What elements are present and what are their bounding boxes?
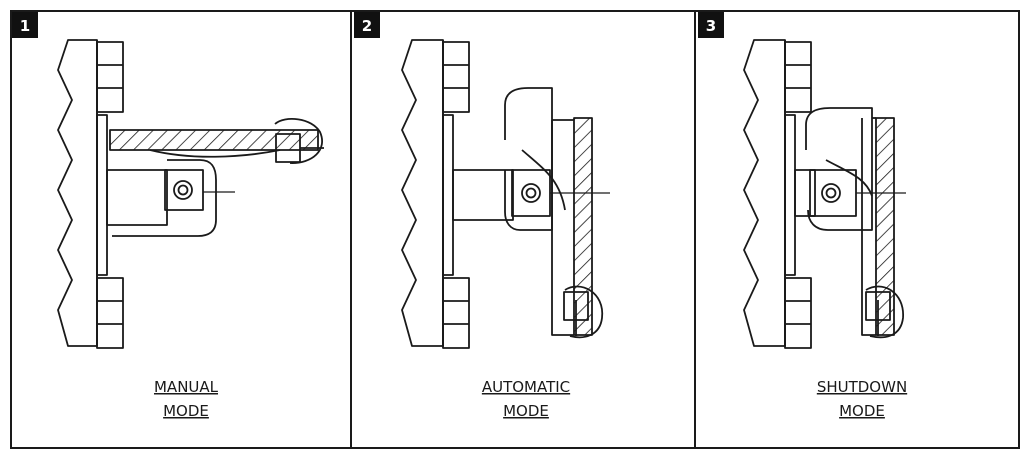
bolt-bottom (442, 277, 470, 349)
caption-line2: MODE (839, 402, 885, 420)
panel-number: 3 (706, 17, 716, 35)
caption-line1: SHUTDOWN (817, 378, 907, 396)
mounting-plate (57, 39, 98, 347)
shaft (452, 169, 514, 221)
set-screw (821, 183, 841, 203)
caption-line1: MANUAL (154, 378, 219, 396)
panel-automatic: 2 AUTOMATIC MODE (354, 12, 610, 420)
bolt-top (784, 41, 812, 113)
bracket (112, 159, 217, 237)
panel-shutdown: 3 SHUTDOWN MODE (698, 12, 907, 420)
caption-line1: AUTOMATIC (482, 378, 570, 396)
caption-line2: MODE (503, 402, 549, 420)
panel-number-badge (12, 12, 38, 38)
lever-hatched (875, 117, 895, 336)
set-screw (173, 180, 193, 200)
mounting-plate (401, 39, 444, 347)
bolt-top (442, 41, 470, 113)
lever-hatched (109, 129, 319, 151)
panel-number: 2 (362, 17, 372, 35)
mounting-plate (743, 39, 786, 347)
caption-line2: MODE (163, 402, 209, 420)
bolt-bottom (96, 277, 124, 349)
panel-number: 1 (20, 17, 30, 35)
set-screw (521, 183, 541, 203)
bolt-top (96, 41, 124, 113)
panel-manual: 1 MANUAL MODE (12, 12, 324, 420)
shaft (106, 169, 168, 226)
bolt-bottom (784, 277, 812, 349)
panel-number-badge (698, 12, 724, 38)
bracket (805, 107, 873, 231)
panel-number-badge (354, 12, 380, 38)
shaft (794, 169, 816, 217)
set-screw-block (164, 169, 204, 211)
